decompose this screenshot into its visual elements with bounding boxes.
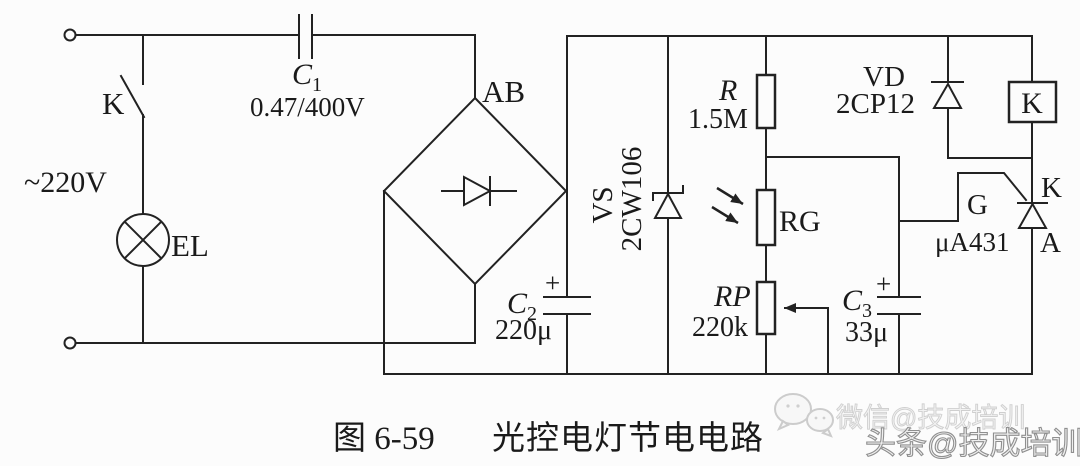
potentiometer-RP: RP 220k bbox=[692, 280, 829, 375]
diode-VD: VD 2CP12 bbox=[836, 35, 1033, 159]
lamp-label: EL bbox=[171, 228, 209, 263]
rp-label: RP bbox=[713, 280, 751, 313]
c2-plates bbox=[543, 296, 591, 315]
light-arrows-icon bbox=[711, 186, 744, 225]
vd-diode-icon bbox=[932, 81, 963, 109]
lamp-EL: EL bbox=[116, 213, 209, 344]
reg-label: μA431 bbox=[935, 227, 1009, 257]
caption-title: 光控电灯节电电路 bbox=[492, 420, 764, 457]
r-label: R bbox=[718, 74, 737, 107]
switch-label: K bbox=[102, 86, 125, 121]
terminal-bottom bbox=[63, 336, 77, 350]
r-value: 1.5M bbox=[688, 104, 748, 135]
rp-value: 220k bbox=[692, 312, 748, 343]
r-body bbox=[755, 73, 777, 130]
wechat-icon bbox=[774, 393, 834, 438]
caption-number: 图 6-59 bbox=[333, 421, 435, 457]
toutiao-watermark-text: 头条@技成培训 bbox=[865, 426, 1080, 461]
vd-label: VD bbox=[863, 61, 905, 93]
rp-body bbox=[755, 280, 777, 336]
capacitor-C1: C1 0.47/400V bbox=[250, 14, 476, 122]
bridge-diode-icon bbox=[463, 175, 493, 207]
gate-wire bbox=[898, 172, 1028, 222]
c2-polarity: + bbox=[545, 268, 560, 298]
relay-label: K bbox=[1021, 87, 1043, 120]
zener-diode-icon bbox=[653, 191, 683, 219]
regulator-uA431: G μA431 K A bbox=[898, 172, 1062, 375]
capacitor-C3: + C3 33μ bbox=[842, 156, 921, 375]
bridge-rectifier-AB: AB bbox=[382, 74, 568, 375]
vs-label: VS bbox=[587, 186, 619, 223]
switch-blade bbox=[119, 74, 146, 119]
c1-label: C1 bbox=[292, 58, 322, 96]
vs-model: 2CW106 bbox=[616, 147, 648, 252]
wechat-watermark-text: 微信@技成培训 bbox=[836, 403, 1025, 433]
c3-plates bbox=[877, 296, 921, 315]
wechat-watermark: 微信@技成培训 bbox=[774, 393, 1026, 438]
c1-value: 0.47/400V bbox=[250, 92, 365, 122]
wire-bottom-left bbox=[74, 283, 476, 344]
bridge-label: AB bbox=[482, 74, 525, 109]
c2-value: 220μ bbox=[495, 315, 552, 346]
c2-label: C2 bbox=[507, 287, 537, 325]
reg-cathode-label: K bbox=[1041, 172, 1062, 204]
reg-diode-icon bbox=[1017, 201, 1048, 229]
vd-model: 2CP12 bbox=[836, 88, 915, 120]
c3-value: 33μ bbox=[845, 317, 888, 348]
reg-gate-label: G bbox=[967, 189, 988, 221]
reg-anode-label: A bbox=[1040, 227, 1061, 259]
zener-VS: VS 2CW106 bbox=[587, 35, 684, 375]
caption: 图 6-59 光控电灯节电电路 bbox=[333, 420, 764, 457]
rg-label: RG bbox=[779, 205, 821, 238]
ac-voltage-label: ~220V bbox=[24, 166, 107, 199]
relay-K: K bbox=[1007, 35, 1058, 204]
resistor-R: R 1.5M bbox=[688, 35, 777, 191]
bridge-diamond bbox=[382, 96, 568, 286]
c3-label: C3 bbox=[842, 284, 872, 322]
c3-polarity: + bbox=[876, 269, 891, 299]
c1-plates bbox=[298, 14, 313, 59]
capacitor-C2: + C2 220μ bbox=[495, 268, 591, 375]
mains-input: ~220V bbox=[24, 28, 476, 350]
terminal-top bbox=[63, 28, 77, 42]
rg-body bbox=[755, 188, 777, 247]
photoresistor-RG: RG bbox=[711, 186, 821, 283]
switch-K: K bbox=[102, 34, 146, 215]
